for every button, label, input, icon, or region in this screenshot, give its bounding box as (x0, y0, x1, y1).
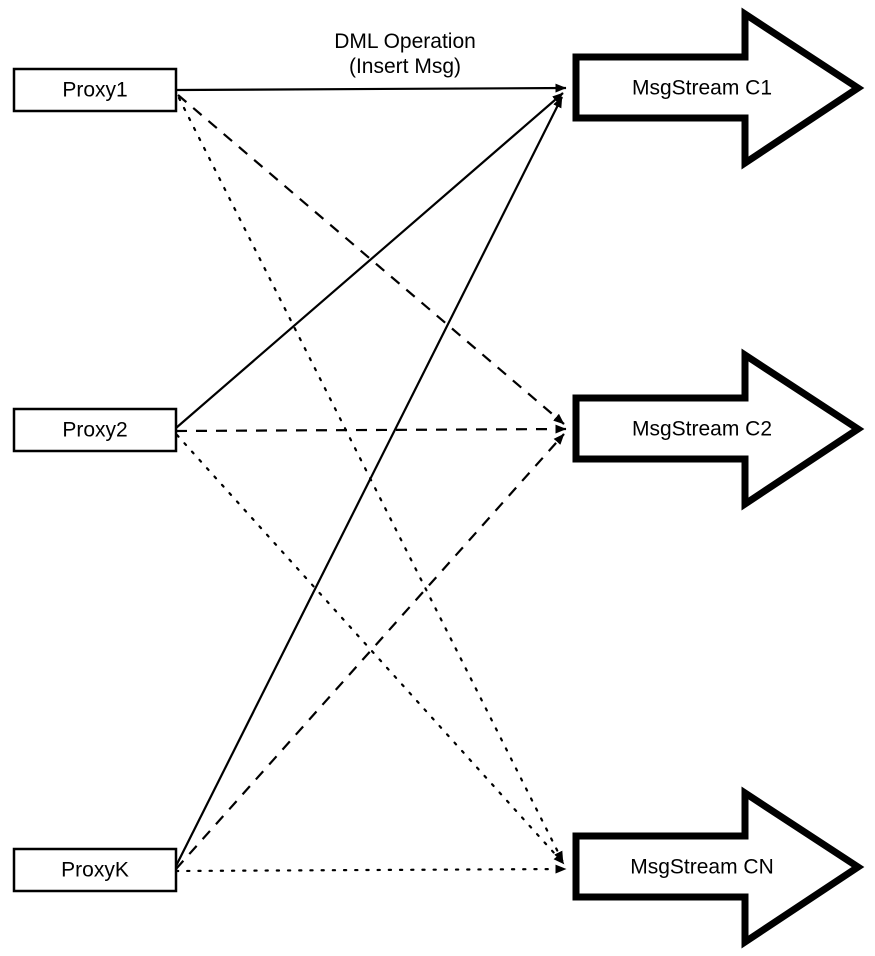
msgstream-cn-label: MsgStream CN (630, 856, 774, 879)
annotation-line-2: (Insert Msg) (349, 55, 461, 78)
edge-proxyk-to-c2 (175, 433, 565, 870)
proxy2-box[interactable] (12, 407, 178, 453)
msgstream-c2-label: MsgStream C2 (632, 418, 772, 441)
annotation-line-1: DML Operation (334, 30, 476, 53)
edge-annotation-dml-operation: DML Operation (Insert Msg) (334, 30, 476, 78)
edge-proxyk-to-c1 (175, 96, 563, 867)
msgstream-node-c1[interactable]: MsgStream C1 (572, 7, 865, 170)
edge-proxy1-to-c2 (177, 94, 565, 425)
proxy1-label: Proxy1 (62, 79, 127, 102)
edge-proxy2-to-c2 (175, 424, 567, 434)
proxy-node-proxyk[interactable]: ProxyK (12, 847, 178, 893)
edge-proxy2-to-c1 (175, 92, 564, 429)
proxy-node-proxy2[interactable]: Proxy2 (12, 407, 178, 453)
msgstream-c1-arrow-shape[interactable] (572, 7, 865, 170)
proxy-node-proxy1[interactable]: Proxy1 (12, 67, 178, 113)
msgstream-c1-label: MsgStream C1 (632, 77, 772, 100)
edge-proxy1-to-c1 (175, 83, 567, 93)
edge-proxyk-to-cn (174, 864, 568, 874)
msgstream-cn-arrow-shape[interactable] (572, 786, 865, 949)
proxyk-box[interactable] (12, 847, 178, 893)
edge-proxy1-to-cn (177, 96, 565, 864)
proxy1-box[interactable] (12, 67, 178, 113)
connection-layer (174, 83, 568, 874)
msgstream-node-cn[interactable]: MsgStream CN (572, 786, 865, 949)
msgstream-c2-arrow-shape[interactable] (572, 348, 865, 511)
proxy2-label: Proxy2 (62, 419, 127, 442)
msgstream-node-c2[interactable]: MsgStream C2 (572, 348, 865, 511)
edge-proxy2-to-cn (175, 433, 566, 866)
proxyk-label: ProxyK (61, 859, 129, 882)
